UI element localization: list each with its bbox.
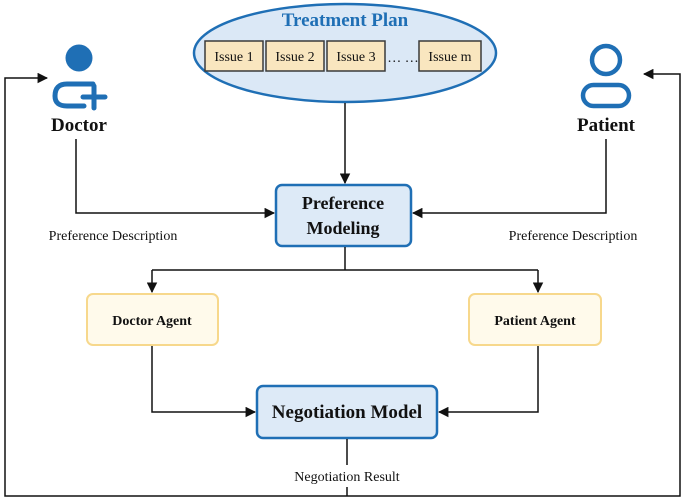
patient-user-icon [580,43,632,109]
issue-2-label: Issue 2 [275,50,314,65]
doctor-add-user-icon [52,44,108,111]
arrow-patient-agent-to-negotiation [437,346,539,418]
preference-modeling-box [274,183,413,248]
issue-3-label: Issue 3 [336,50,375,65]
doctor-agent-box [86,293,219,346]
doctor-label: Doctor [51,115,107,136]
arrow-doctor-to-modeling [75,139,276,219]
treatment-plan: Treatment Plan Issue 1 Issue 2 Issue 3 …… [192,2,498,104]
arrow-patient-to-modeling [411,139,607,219]
preference-modeling-line1: Preference [302,193,384,213]
issue-1-label: Issue 1 [214,50,253,65]
issue-m-box [418,40,482,72]
arrow-feedback-to-doctor [4,72,347,497]
patient-label: Patient [577,115,636,136]
negotiation-model-box [255,384,439,440]
issue-ellipsis: … … [387,51,419,66]
negotiation-model-label: Negotiation Model [272,402,422,423]
patient-agent-label: Patient Agent [494,314,576,329]
issue-m-label: Issue m [428,50,471,65]
issue-3-box [326,40,386,72]
doctor-agent-label: Doctor Agent [112,314,192,329]
arrow-feedback-to-patient [347,68,681,497]
issue-2-box [265,40,325,72]
arrow-doctor-agent-to-negotiation [151,346,257,418]
issue-1-box [204,40,264,72]
negotiation-result-label: Negotiation Result [294,470,399,485]
preference-description-right: Preference Description [509,229,638,244]
patient-agent-box [468,293,602,346]
preference-description-left: Preference Description [49,229,178,244]
treatment-plan-title: Treatment Plan [282,10,409,31]
preference-modeling-line2: Modeling [306,218,379,238]
